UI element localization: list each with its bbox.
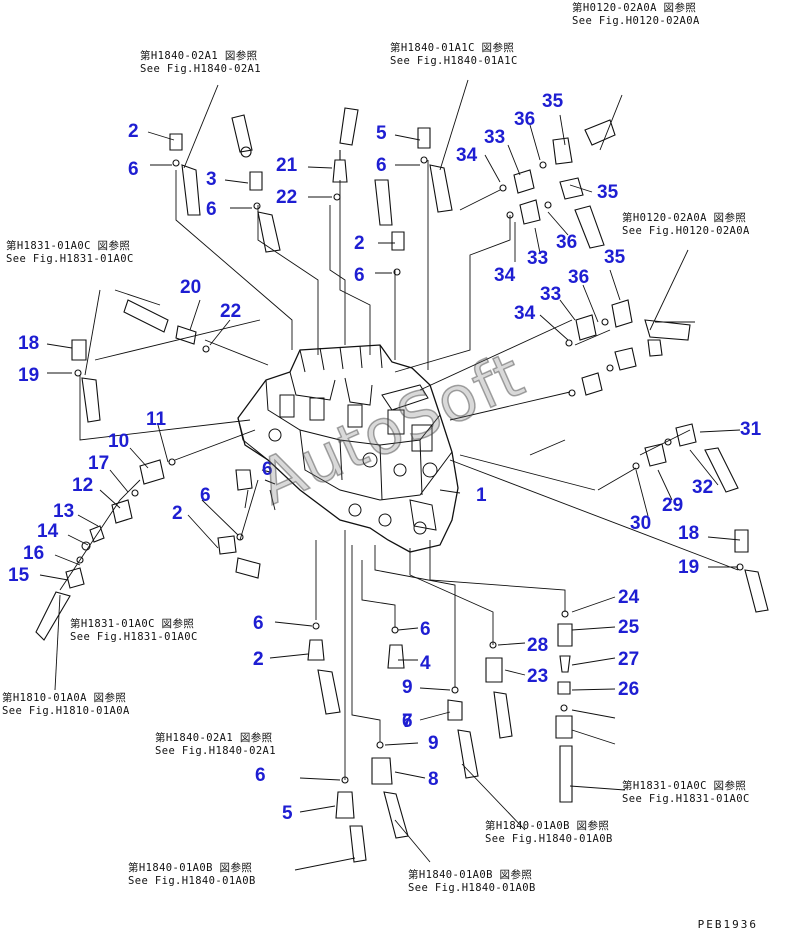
part-label-28: 28	[527, 635, 549, 656]
part-label-6: 6	[253, 613, 264, 634]
part-label-2: 2	[253, 649, 264, 670]
part-label-4: 4	[420, 653, 431, 674]
part-label-36: 36	[568, 267, 590, 288]
part-label-33: 33	[540, 284, 562, 305]
part-label-23: 23	[527, 666, 549, 687]
part-label-14: 14	[37, 521, 59, 542]
part-label-2: 2	[172, 503, 183, 524]
part-label-21: 21	[276, 155, 298, 176]
part-label-10: 10	[108, 431, 130, 452]
part-label-33: 33	[527, 248, 549, 269]
part-label-19: 19	[678, 557, 700, 578]
part-label-18: 18	[678, 523, 700, 544]
part-label-12: 12	[72, 475, 94, 496]
part-label-1: 1	[476, 485, 487, 506]
part-label-31: 31	[740, 419, 762, 440]
part-label-5: 5	[376, 123, 387, 144]
drawing-code: PEB1936	[697, 918, 758, 931]
part-label-32: 32	[692, 477, 714, 498]
part-label-19: 19	[18, 365, 40, 386]
part-label-26: 26	[618, 679, 640, 700]
part-label-7: 7	[402, 711, 413, 732]
part-label-6: 6	[255, 765, 266, 786]
part-label-6: 6	[128, 159, 139, 180]
part-label-34: 34	[514, 303, 536, 324]
part-label-36: 36	[556, 232, 578, 253]
part-label-2: 2	[354, 233, 365, 254]
part-label-35: 35	[604, 247, 626, 268]
part-label-35: 35	[597, 182, 619, 203]
part-label-2: 2	[128, 121, 139, 142]
part-label-9: 9	[402, 677, 413, 698]
part-label-34: 34	[494, 265, 516, 286]
part-label-6: 6	[200, 485, 211, 506]
part-label-6: 6	[206, 199, 217, 220]
part-label-22: 22	[220, 301, 242, 322]
leader-lines	[39, 79, 741, 871]
part-label-6: 6	[376, 155, 387, 176]
part-label-20: 20	[180, 277, 202, 298]
part-label-35: 35	[542, 91, 564, 112]
part-label-8: 8	[428, 769, 439, 790]
part-label-15: 15	[8, 565, 30, 586]
part-label-6: 6	[402, 711, 413, 732]
part-label-33: 33	[484, 127, 506, 148]
part-label-34: 34	[456, 145, 478, 166]
part-label-27: 27	[618, 649, 640, 670]
part-label-24: 24	[618, 587, 640, 608]
part-label-3: 3	[206, 169, 217, 190]
control-valve-body	[237, 344, 459, 553]
part-label-17: 17	[88, 453, 110, 474]
part-label-36: 36	[514, 109, 536, 130]
part-label-6: 6	[420, 619, 431, 640]
part-label-6: 6	[354, 265, 365, 286]
part-label-18: 18	[18, 333, 40, 354]
part-label-16: 16	[23, 543, 45, 564]
part-label-9: 9	[428, 733, 439, 754]
part-label-30: 30	[630, 513, 652, 534]
part-label-13: 13	[53, 501, 75, 522]
part-label-2: 2	[253, 649, 264, 670]
part-label-29: 29	[662, 495, 684, 516]
fittings	[35, 107, 769, 863]
part-label-11: 11	[146, 409, 167, 430]
part-label-5: 5	[282, 803, 293, 824]
part-label-6: 6	[262, 459, 273, 480]
part-label-22: 22	[276, 187, 298, 208]
part-label-25: 25	[618, 617, 640, 638]
